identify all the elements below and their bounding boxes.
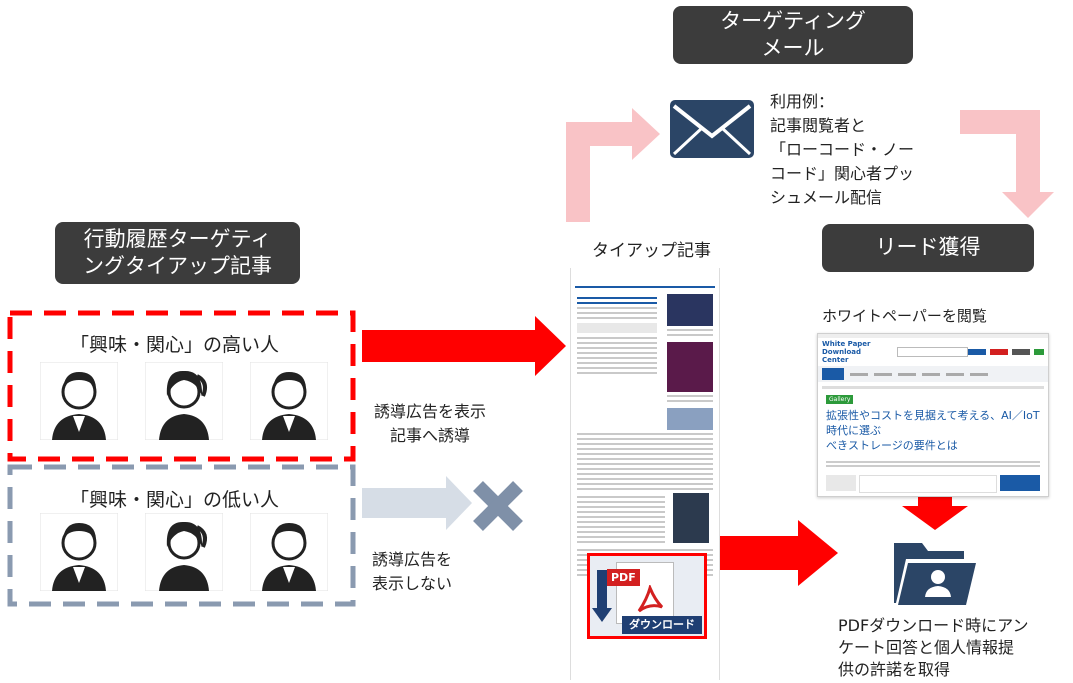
lead-box: リード獲得: [822, 224, 1034, 272]
person-male-icon: [40, 362, 118, 440]
cross-icon: [473, 481, 523, 531]
red-arrow-to-article: [362, 316, 566, 376]
person-female-icon: [145, 513, 223, 591]
high-interest-label: 「興味・関心」の高い人: [70, 334, 280, 356]
high-interest-box: [7, 310, 356, 462]
low-interest-box: [7, 464, 356, 607]
pink-arrow-right: [960, 110, 1054, 218]
download-arrow-icon: [592, 570, 612, 626]
tieup-article-label: タイアップ記事: [592, 241, 711, 261]
guide-ad-text: 誘導広告を表示 記事へ誘導: [374, 402, 487, 445]
pdf-note-text: PDFダウンロード時にアン ケート回答と個人情報提 供の許諾を取得: [838, 616, 1029, 679]
low-interest-label: 「興味・関心」の低い人: [70, 489, 280, 511]
pdf-document-icon: PDF: [607, 562, 674, 624]
person-male-icon: [40, 513, 118, 591]
person-male-icon: [250, 513, 328, 591]
person-male-icon: [250, 362, 328, 440]
behavior-targeting-box: 行動履歴ターゲティ ングタイアップ記事: [55, 222, 300, 284]
download-label: ダウンロード: [622, 616, 702, 634]
wp-badge: Gallery: [826, 395, 854, 404]
wp-logo: White Paper Download Center: [822, 340, 871, 364]
whitepaper-view-label: ホワイトペーパーを閲覧: [822, 307, 987, 325]
gray-arrow: [362, 476, 472, 530]
no-ad-text: 誘導広告を 表示しない: [372, 550, 453, 593]
envelope-icon: [670, 100, 754, 158]
wp-search-input: [896, 347, 968, 357]
acrobat-icon: [637, 585, 664, 613]
whitepaper-screenshot: White Paper Download Center Gallery 拡張性や…: [817, 333, 1049, 497]
pink-arrow-left: [566, 108, 660, 222]
usage-example-text: 利用例： 記事閲覧者と 「ローコード・ノー コード」関心者プッ シュメール配信: [770, 92, 915, 207]
pdf-badge: PDF: [607, 569, 640, 586]
red-arrow-to-lead: [712, 520, 838, 586]
targeting-mail-box: ターゲティング メール: [673, 6, 913, 64]
person-female-icon: [145, 362, 223, 440]
wp-heading: 拡張性やコストを見据えて考える、AI／IoT時代に選ぶ べきストレージの要件とは: [826, 409, 1040, 452]
pdf-download-button[interactable]: PDF ダウンロード: [587, 553, 707, 639]
folder-user-icon: [894, 543, 976, 605]
author-photo: [673, 493, 709, 543]
